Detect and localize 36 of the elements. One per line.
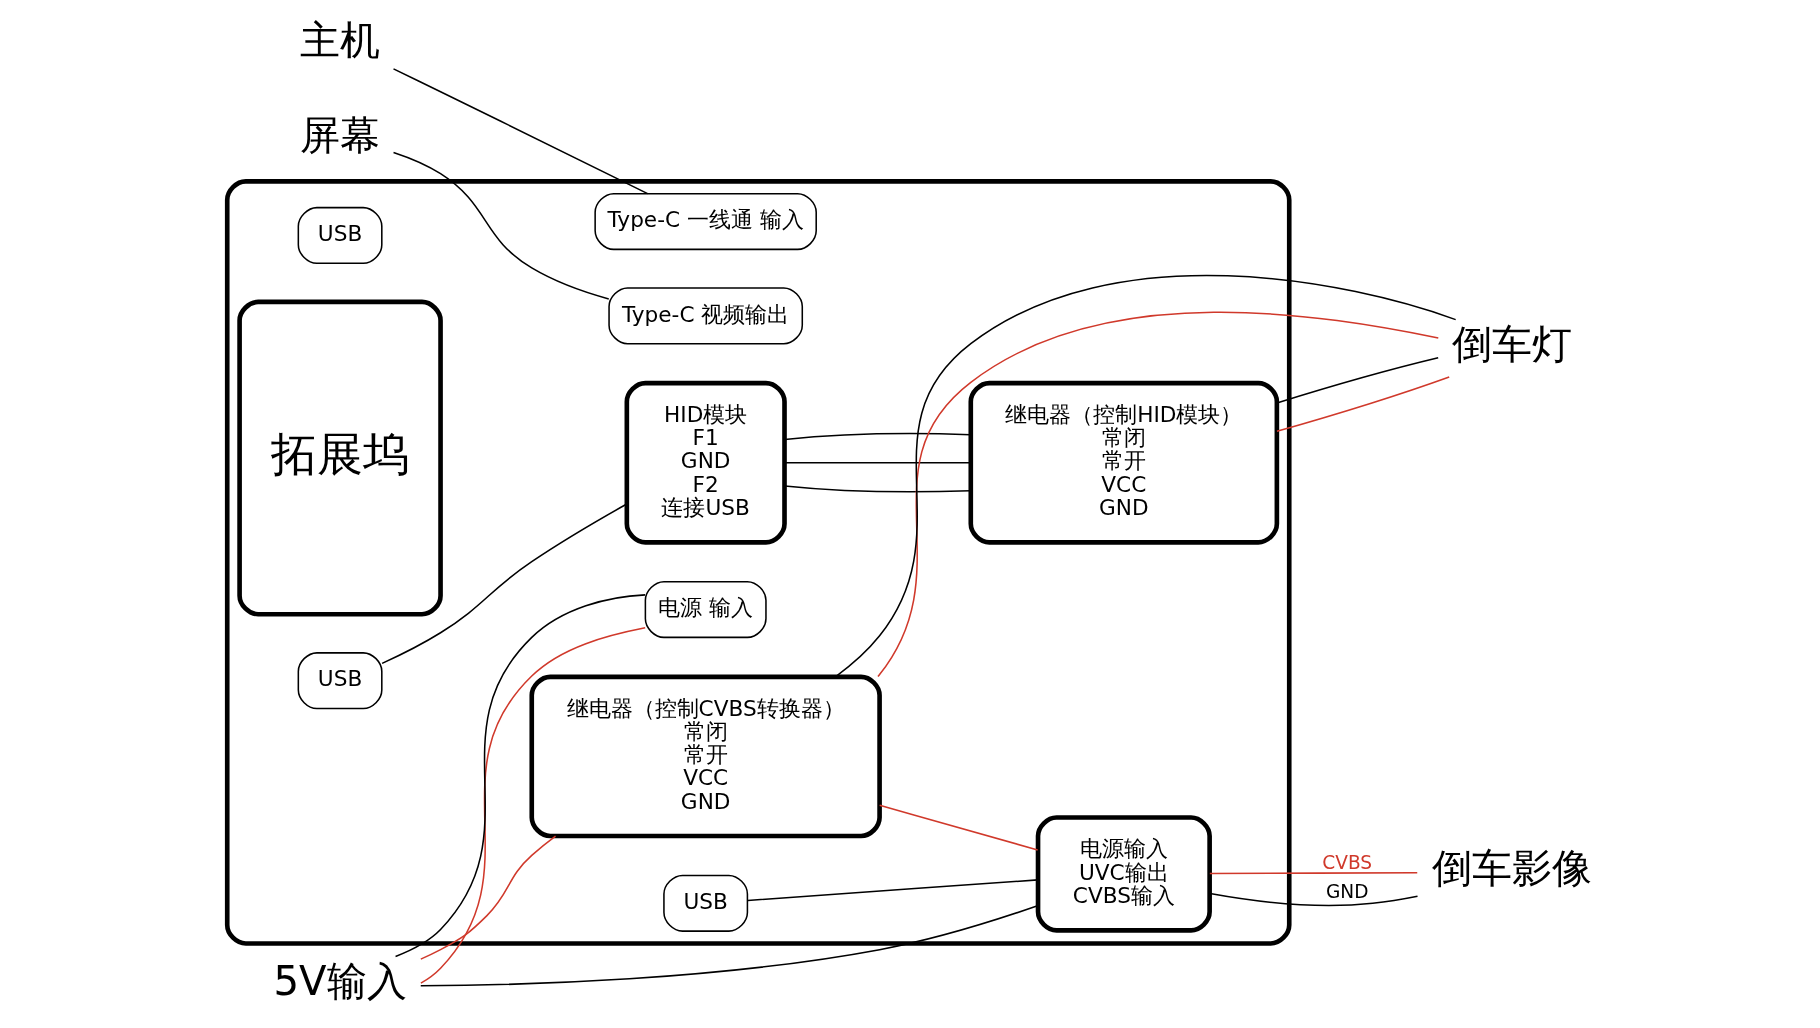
node-box: USB [297, 206, 383, 264]
connector [394, 593, 646, 957]
edge-label: GND [1325, 880, 1368, 902]
connector [419, 834, 556, 960]
edge-label: CVBS [1321, 851, 1372, 873]
node-text: 5V输入 [273, 957, 407, 1004]
node-text: 倒车灯 [1451, 320, 1572, 367]
node-box: 继电器（控制CVBS转换器） 常闭 常开 VCC GND [528, 674, 882, 838]
connector [1208, 892, 1418, 906]
connector [392, 151, 610, 300]
connector [783, 461, 971, 463]
node-text: 倒车影像 [1431, 844, 1592, 891]
connector [783, 484, 971, 492]
connector [878, 803, 1038, 851]
node-box: 电源 输入 [644, 580, 767, 638]
connector [380, 502, 628, 664]
connector [834, 274, 1456, 678]
connector [1208, 871, 1418, 874]
node-box: HID模块 F1 GND F2 连接USB [624, 380, 787, 545]
node-box: Type-C 一线通 输入 [593, 192, 817, 250]
connector [876, 311, 1439, 677]
connector [1275, 375, 1450, 432]
node-box: Type-C 视频输出 [607, 286, 803, 344]
connector [783, 432, 971, 440]
cluster [224, 178, 1292, 946]
connector [392, 67, 648, 194]
connector [419, 904, 1038, 987]
node-text: 主机 [299, 16, 380, 63]
node-box: 继电器（控制HID模块） 常闭 常开 VCC GND [967, 380, 1279, 545]
node-box: 拓展坞 [236, 299, 443, 617]
node-text: 屏幕 [299, 111, 380, 158]
node-box: 电源输入 UVC输出 CVBS输入 [1035, 814, 1212, 933]
connector [746, 878, 1039, 901]
connector [419, 626, 646, 984]
node-box: USB [297, 651, 383, 709]
node-box: USB [662, 874, 748, 932]
